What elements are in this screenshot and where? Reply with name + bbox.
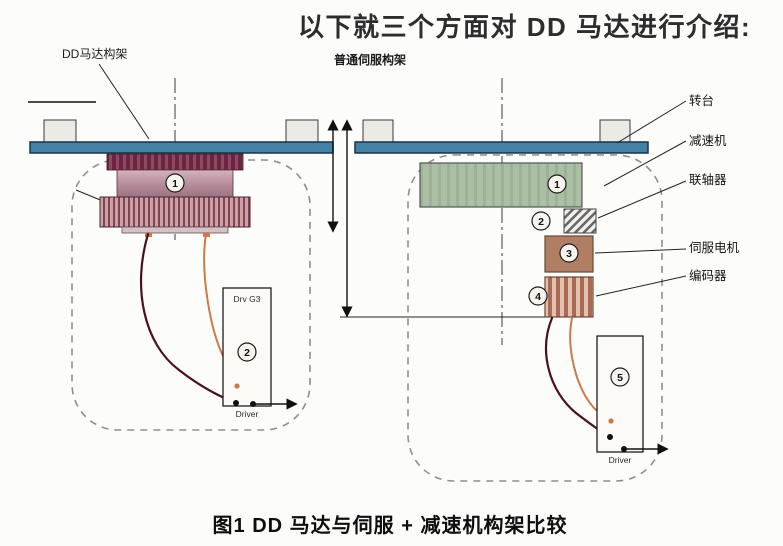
output-arrow-left [250,398,298,410]
dd-structure-label: DD马达构架 [62,46,127,61]
servo-structure-diagram: 普通伺服构架 1 2 3 [334,52,669,482]
driver-terminal-dark-right [607,434,613,440]
turntable-bar-right [354,141,649,154]
part-label-servo-motor: 伺服电机 [689,241,740,255]
dd-motor-diagram: DD马达构架 1 Drv G3 2 [28,46,339,431]
right-support-block [285,119,319,144]
driver-model-label: Drv G3 [234,294,261,304]
height-dimension-right [340,119,546,318]
dd-motor-ring [99,196,251,228]
dd-motor-top-band [106,153,244,171]
figure-caption: 图1 DD 马达与伺服 + 减速机构架比较 [213,513,568,537]
leader-reducer [603,140,687,187]
part-labels: 转台 减速机 联轴器 伺服电机 编码器 [594,93,740,297]
driver-caption-left: Driver [236,409,259,419]
part-label-reducer: 减速机 [689,134,727,148]
leader-coupling [597,180,687,219]
leader-servo-motor [594,248,687,254]
part-label-coupling: 联轴器 [689,172,727,187]
output-arrow-right [621,443,669,455]
svg-text:3: 3 [566,248,572,260]
right-support-block-right-diagram [599,119,631,144]
svg-text:1: 1 [554,179,560,191]
svg-text:2: 2 [244,347,250,359]
coupling-box [563,208,597,234]
driver-box-right: 5 Driver [596,335,644,465]
leader-turntable [616,100,687,144]
figure-heading: 以下就三个方面对 DD 马达进行介绍: [298,12,751,42]
servo-dashed-outline [407,154,663,482]
marker-servo-3: 3 [559,243,579,263]
leader-encoder [595,275,687,297]
dd-label-leader-line [98,63,150,140]
motor-cable-dark-left [139,232,236,404]
servo-structure-label: 普通伺服构架 [334,52,406,67]
encoder-box [544,276,594,318]
driver-caption-right: Driver [609,455,632,465]
svg-text:2: 2 [538,216,544,228]
marker-servo-2: 2 [531,211,551,231]
dd-motor-base [121,226,229,234]
left-support-block-right-diagram [362,119,394,144]
driver-terminal-orange-left [234,383,240,389]
driver-terminal-dark-left [233,400,239,406]
svg-text:5: 5 [617,372,623,384]
turntable-bar-left [29,141,334,154]
driver-terminal-orange-right [608,418,614,424]
part-label-turntable: 转台 [689,93,714,108]
svg-text:4: 4 [535,291,541,303]
marker-dd-1: 1 [165,173,185,193]
part-label-encoder: 编码器 [689,268,727,283]
marker-servo-1: 1 [547,174,567,194]
left-support-block [43,119,77,144]
driver-box-left: Drv G3 2 Driver [222,287,272,419]
marker-servo-4: 4 [528,286,548,306]
svg-text:1: 1 [172,178,178,190]
